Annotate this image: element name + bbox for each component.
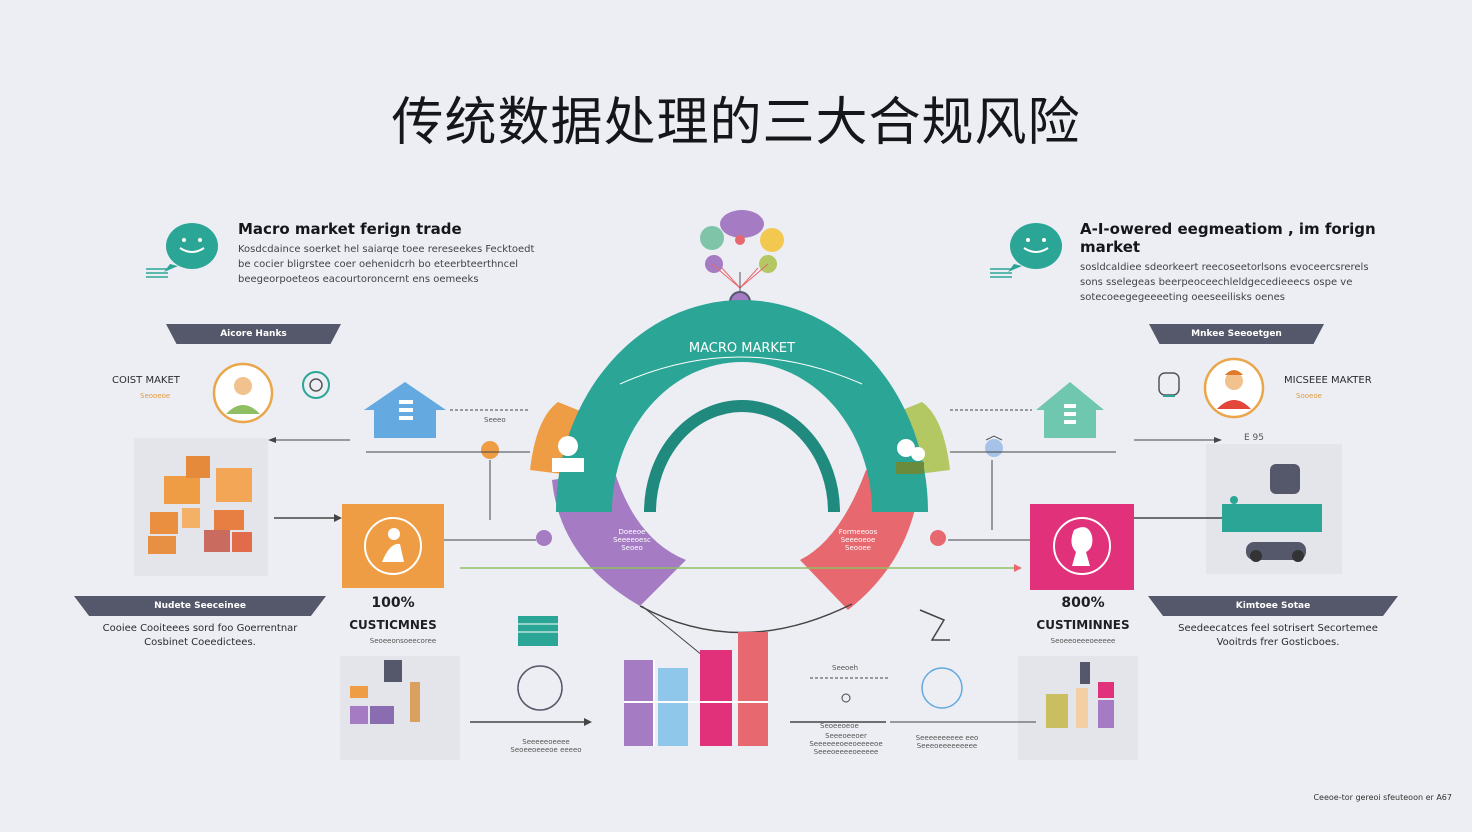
arc-left-label-line: Seeeeoesc [613, 536, 651, 544]
right-pct-label: E 95 [1244, 433, 1264, 443]
banner-left-mid: Nudete Seeceinee [74, 596, 326, 616]
arc-right-label-line: Seooee [845, 544, 871, 552]
left-caption-line: Cooiee Cooiteees sord foo Goerrentnar [102, 623, 298, 634]
left-blurb-line: beegeorpoeteos eacourtoroncernt ens oeme… [238, 274, 479, 285]
right-caption-line: Vooitrds frer Gosticboes. [1216, 637, 1340, 648]
left-stat-value: 100% [371, 595, 415, 611]
top-flower-icon [700, 210, 784, 313]
bottom-center-label-line: Seeeoeeoer [825, 732, 867, 740]
bottom-left-label-line: Seoeeoeeeoe eeeeo [510, 746, 582, 754]
right-bottom-panel [1018, 656, 1138, 760]
bottom-right-label-line: Seeeoeeeeeeeee [916, 742, 978, 750]
right-badge-icon [1156, 370, 1182, 404]
left-stat-label: CUSTICMNES [349, 618, 437, 632]
bottom-left-label-line: Seeeeeoeeee [522, 738, 570, 746]
right-caption-line: Seedeecatces feel sotrisert Secortemee [1178, 623, 1378, 634]
left-person-sub: Seooeoe [140, 392, 171, 400]
arc-right-label-line: Formeeoos [838, 528, 878, 536]
right-stat-sub: Seoeeoeeeoeeeee [1050, 637, 1116, 645]
arc-right-label: Formeeoos Seeeoeoe Seooee [826, 528, 890, 552]
bottom-left-label: Seeeeeoeeee Seoeeoeeeoe eeeeo [496, 738, 596, 754]
arc-left-label-line: Seoeo [621, 544, 643, 552]
left-lines-icon [146, 264, 170, 283]
left-caption: Cooiee Cooiteees sord foo Goerrentnar Co… [80, 622, 320, 650]
right-transport-panel [1206, 444, 1342, 574]
left-blurb-line: be cocier bligrstee coer oehenidcrh bo e… [238, 259, 519, 270]
left-bottom-panel [340, 656, 460, 760]
left-chat-icon [164, 222, 224, 278]
left-blurb-line: Kosdcdaince soerket hel saiarqe toee rer… [238, 244, 535, 255]
bottom-right-label-line: Seeeeeeeeee eeo [915, 734, 979, 742]
banner-left-top: Aicore Hanks [166, 324, 341, 344]
right-stat-label: CUSTIMINNES [1036, 618, 1130, 632]
arc-right-label-line: Seeeoeoe [840, 536, 876, 544]
bottom-center-label-line: Seeeoeeeeoeeeee [813, 748, 879, 756]
right-person-avatar [1203, 357, 1265, 423]
arc-left-label-line: Doeeoe [618, 528, 646, 536]
right-person-sub: Sooeoe [1296, 392, 1322, 400]
center-right-mid-label: Seoeeoeoe [820, 722, 859, 730]
left-blurb: Macro market ferign trade Kosdcdaince so… [238, 220, 538, 287]
right-caption: Seedeecatces feel sotrisert Secortemee V… [1160, 622, 1396, 650]
left-stat-sub: Seoeeonsoeecoree [369, 637, 437, 645]
right-pink-card [1030, 504, 1134, 590]
right-lines-icon [990, 264, 1014, 283]
left-orange-card [342, 504, 444, 588]
arc-left-label: Doeeoe Seeeeoesc Seoeo [604, 528, 660, 552]
arc-top-label: MACRO MARKET [688, 341, 796, 356]
left-blurb-title: Macro market ferign trade [238, 220, 462, 238]
right-person-label: MICSEEE MAKTER [1284, 375, 1372, 386]
left-house-icon [362, 380, 448, 444]
right-chat-icon [1004, 222, 1064, 278]
bottom-center-label: Seeeoeeoer Seeeeeeoeeoeeeeoe Seeeoeeeeoe… [798, 732, 894, 756]
page-title: 传统数据处理的三大合规风险 [391, 93, 1081, 153]
bottom-right-label: Seeeeeeeeee eeo Seeeoeeeeeeeee [902, 734, 992, 750]
left-boxes-panel [134, 438, 268, 576]
banner-right-top: Mnkee Seeoetgen [1149, 324, 1324, 344]
right-stat-value: 800% [1061, 595, 1105, 611]
right-blurb-line: sons sselegeas beerpeoceechleldgecedieee… [1080, 277, 1353, 288]
footer-text: Ceeoe-tor gereoi sfeuteoon er A67 [1313, 793, 1452, 802]
left-caption-line: Cosbinet Coeedictees. [144, 637, 256, 648]
left-badge-icon [301, 370, 331, 404]
left-mid-label: Seeeo [484, 416, 506, 424]
left-person-label: COIST MAKET [112, 375, 180, 386]
banner-right-mid: Kimtoee Sotae [1148, 596, 1398, 616]
teal-arc [556, 300, 928, 512]
right-blurb-line: sotecoeegegeeeeting oeeseeilisks oenes [1080, 292, 1285, 303]
left-person-avatar [212, 362, 274, 428]
right-blurb-title: A-I-owered eegmeatiom , im forign market [1080, 220, 1376, 256]
bottom-center-label-line: Seeeeeeoeeoeeeeoe [809, 740, 883, 748]
right-blurb: A-I-owered eegmeatiom , im forign market… [1080, 220, 1390, 305]
right-house-icon [1034, 380, 1106, 444]
center-right-top-label: Seeoeh [832, 664, 859, 672]
right-blurb-line: sosldcaldiee sdeorkeert reecoseetorlsons… [1080, 262, 1369, 273]
